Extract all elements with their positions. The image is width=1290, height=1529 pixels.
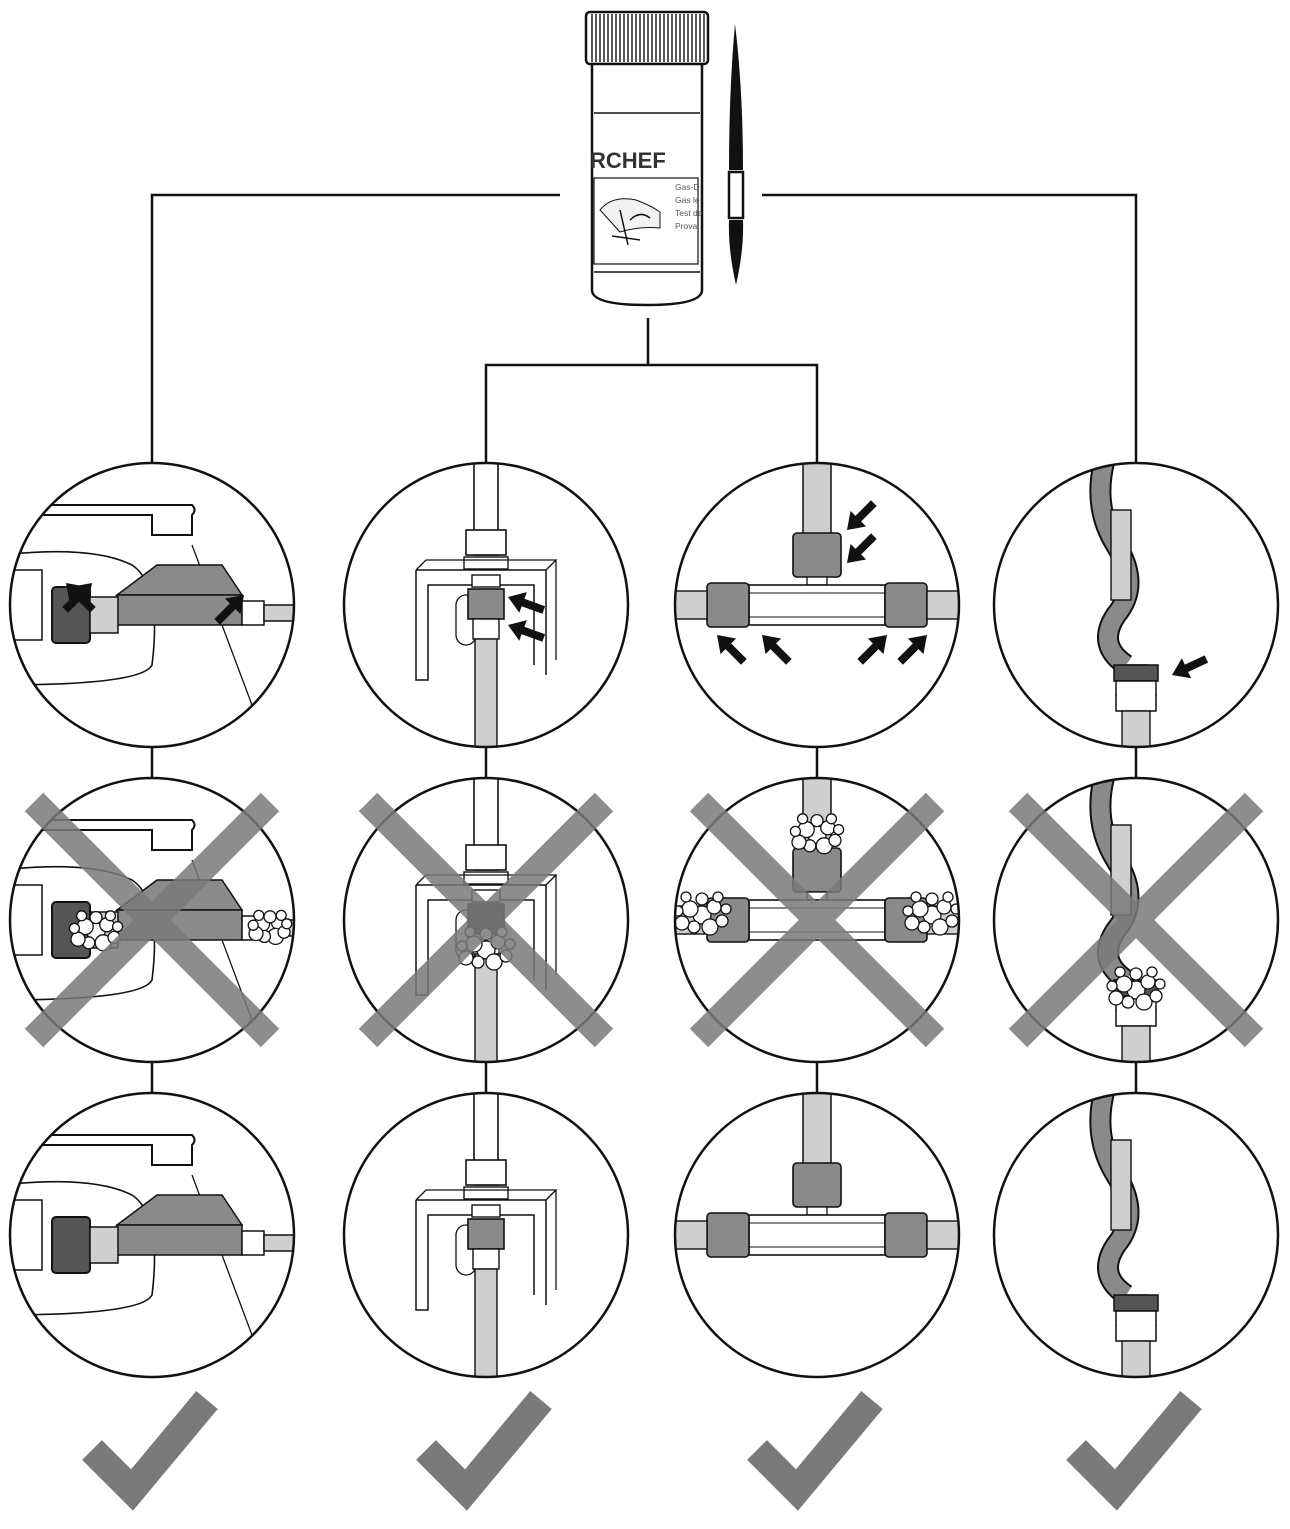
panel-regulator-connection-ok [8, 1091, 296, 1379]
panel-circle [992, 776, 1280, 1064]
arrow-icon [508, 620, 546, 642]
panel-bulkhead-fitting-ok [342, 1091, 630, 1379]
bubbles-icon [247, 909, 293, 946]
arrow-icon [508, 592, 546, 614]
panel-circle [673, 1091, 961, 1379]
check-mark-icon [747, 1391, 883, 1511]
panel-circle [673, 776, 961, 1064]
panel-circle [992, 1091, 1280, 1379]
bottle-brand-text: RCHEF [590, 148, 666, 173]
panel-circle [8, 461, 296, 749]
arrow-icon [897, 635, 927, 665]
check-mark-icon [82, 1391, 218, 1511]
panel-regulator-connection-inspect [8, 461, 296, 749]
bubbles-icon [68, 910, 124, 952]
panel-tee-connector-inspect [673, 461, 961, 749]
check-mark-icon [416, 1391, 552, 1511]
panel-bulkhead-fitting-inspect [342, 461, 630, 749]
bubbles-icon [1106, 966, 1166, 1011]
cross-mark-icon [689, 792, 945, 1048]
cross-mark-icon [24, 792, 280, 1048]
panel-hose-coupling-inspect [992, 461, 1280, 749]
panel-circle [342, 461, 630, 749]
panel-hose-coupling-leak [992, 776, 1280, 1064]
panel-circle [992, 461, 1280, 749]
arrow-icon [857, 635, 887, 665]
leak-spray-bottle: RCHEF Gas-D Gas le Test de Prova [584, 10, 710, 307]
bottle-label-line-3: Test de [675, 208, 703, 218]
arrow-icon [762, 635, 792, 665]
arrow-icon [62, 583, 92, 613]
arrow-icon [214, 595, 244, 625]
panel-regulator-connection-leak [8, 776, 296, 1064]
panel-bulkhead-fitting-leak [342, 776, 630, 1064]
cross-mark-icon [1008, 792, 1264, 1048]
brush-icon [727, 24, 745, 285]
bottle-label-line-2: Gas le [675, 195, 700, 205]
check-mark-icon [1066, 1391, 1202, 1511]
panel-circle [342, 1091, 630, 1379]
connector-lines [150, 193, 1138, 1093]
panel-circle [8, 776, 296, 1064]
bubbles-icon [789, 813, 845, 855]
bottle-label-line-1: Gas-D [675, 182, 700, 192]
panel-tee-connector-ok [673, 1091, 961, 1379]
cross-mark-icon [358, 792, 614, 1048]
panel-tee-connector-leak [673, 776, 961, 1064]
bottle-label-line-4: Prova [675, 221, 697, 231]
arrow-icon [1172, 655, 1209, 679]
arrow-icon [717, 635, 747, 665]
panel-hose-coupling-ok [992, 1091, 1280, 1379]
arrow-icon [847, 533, 877, 563]
panel-circle [8, 1091, 296, 1379]
panel-circle [342, 776, 630, 1064]
arrow-icon [847, 500, 877, 530]
panel-circle [673, 461, 961, 749]
